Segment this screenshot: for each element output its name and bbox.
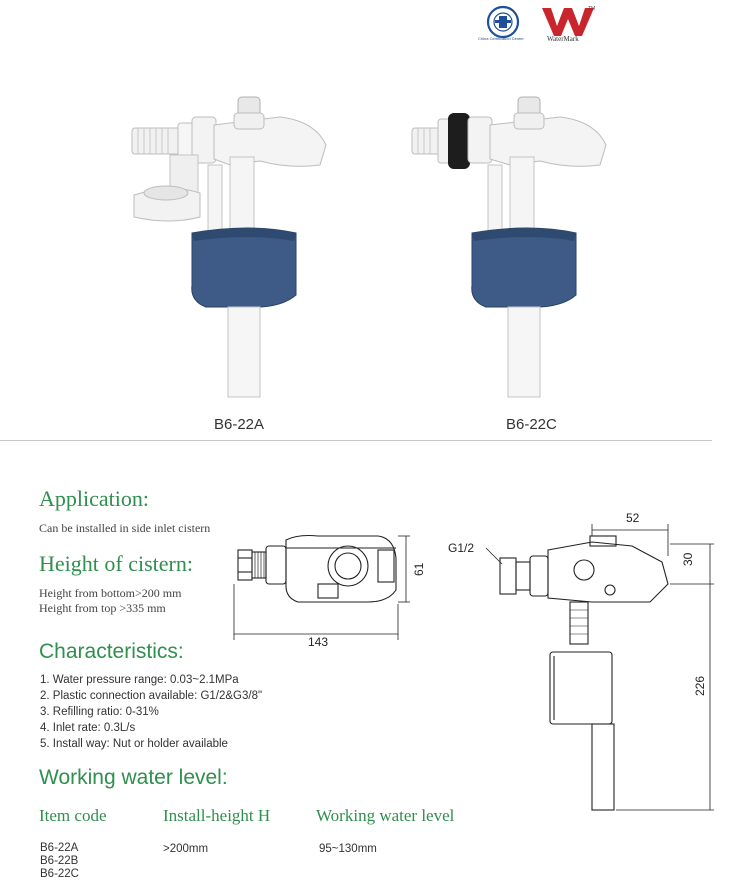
side-view-top-height-label: 30 [681, 552, 695, 566]
characteristic-item: 2. Plastic connection available: G1/2&G3… [40, 690, 263, 702]
watermark-tm: TM [588, 6, 596, 12]
col-header-item-code: Item code [39, 806, 107, 825]
characteristic-item: 5. Install way: Nut or holder available [40, 738, 228, 750]
certification-logo [483, 4, 533, 44]
top-view-height-label: 61 [412, 562, 426, 576]
top-view-width-label: 143 [308, 635, 328, 649]
product-image-b6-22c [410, 95, 620, 400]
product-caption-b6-22a: B6-22A [214, 416, 265, 433]
characteristics-list: 1. Water pressure range: 0.03~2.1MPa 2. … [40, 672, 262, 752]
application-title: Application: [39, 486, 149, 511]
col-header-install-height: Install-height H [163, 806, 271, 825]
side-view-top-width-label: 52 [626, 511, 640, 525]
install-height-value: >200mm [163, 843, 209, 855]
application-text: Can be installed in side inlet cistern [39, 521, 211, 535]
item-code: B6-22B [40, 855, 79, 867]
item-code: B6-22C [40, 868, 79, 880]
product-caption-b6-22c: B6-22C [506, 416, 557, 433]
height-from-top: Height from top >335 mm [39, 601, 166, 615]
characteristic-item: 1. Water pressure range: 0.03~2.1MPa [40, 674, 239, 686]
characteristic-item: 3. Refilling ratio: 0-31% [40, 706, 159, 718]
water-level-value: 95~130mm [319, 843, 377, 855]
section-divider [0, 440, 712, 441]
characteristics-title: Characteristics: [39, 640, 184, 663]
watermark-logo-text: WaterMark [547, 35, 579, 43]
working-water-level-title: Working water level: [39, 766, 228, 789]
side-view-thread-label: G1/2 [448, 541, 474, 555]
item-code: B6-22A [40, 842, 79, 854]
certification-logo-text: China Certification Center [478, 36, 524, 41]
technical-drawing-top-view: 61 143 [228, 528, 433, 650]
characteristic-item: 4. Inlet rate: 0.3L/s [40, 722, 136, 734]
height-of-cistern-title: Height of cistern: [39, 551, 193, 576]
item-code-list: B6-22A B6-22B B6-22C [40, 842, 79, 881]
height-from-bottom: Height from bottom>200 mm [39, 586, 182, 600]
product-image-b6-22a [130, 95, 340, 400]
technical-drawing-side-view: G1/2 52 30 226 [442, 506, 722, 818]
watermark-logo [540, 4, 596, 44]
col-header-working-water-level: Working water level [316, 806, 455, 825]
side-view-total-height-label: 226 [693, 676, 707, 696]
